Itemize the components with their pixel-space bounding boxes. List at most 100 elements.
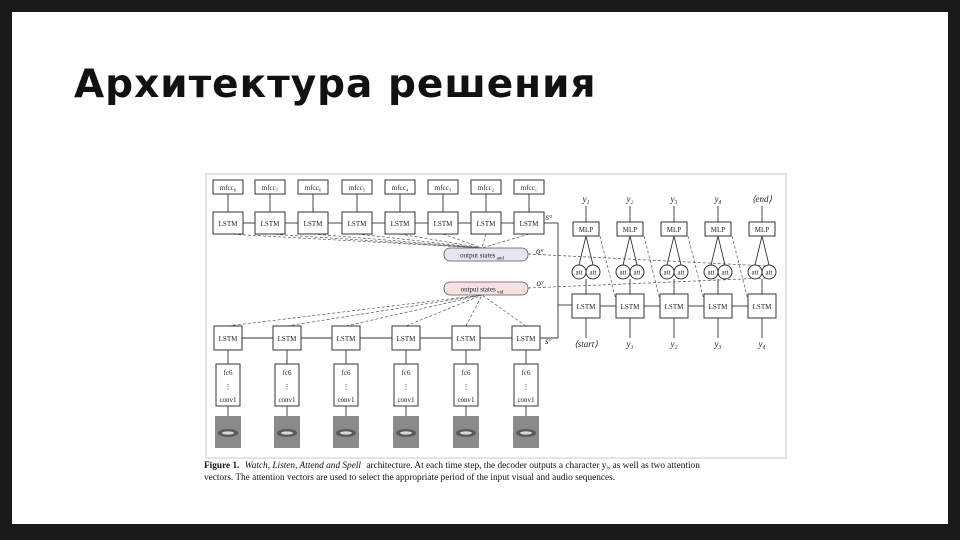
decoder-lstm-box <box>703 293 733 319</box>
video-dashed-line <box>465 294 483 327</box>
audio-lstm-label: LSTM <box>477 220 496 228</box>
mfcc-label: mfcc₄ <box>392 184 409 192</box>
att-video-circle <box>585 264 601 280</box>
mlp-box <box>748 221 776 237</box>
audio-lstm-label: LSTM <box>304 220 323 228</box>
conv-top-label: fc6 <box>342 369 351 377</box>
decoder-lstm-label: LSTM <box>577 303 596 311</box>
video-lstm-label: LSTM <box>337 335 356 343</box>
mlp-box <box>660 221 688 237</box>
mfcc-label: mfcc₈ <box>220 184 237 192</box>
att-to-mlp-line <box>585 235 594 266</box>
audio-output-pill <box>443 247 529 262</box>
mlp-label: MLP <box>711 226 726 234</box>
video-dashed-line <box>405 294 483 327</box>
decoder-output-label: y₁ <box>581 194 589 204</box>
mlp-box <box>616 221 644 237</box>
mlp-box <box>572 221 600 237</box>
att-video-label: att <box>766 269 773 277</box>
audio-lstm-label: LSTM <box>348 220 367 228</box>
mfcc-box <box>341 179 373 195</box>
mfcc-box <box>384 179 416 195</box>
att-video-label: att <box>634 269 641 277</box>
att-video-circle <box>673 264 689 280</box>
audio-dashed-line <box>269 233 483 249</box>
video-lstm-box <box>213 325 243 351</box>
decoder-output-label: y₄ <box>713 194 721 204</box>
decoder-input-label: ⟨start⟩ <box>574 339 598 349</box>
att-audio-label: att <box>576 269 583 277</box>
mfcc-box <box>427 179 459 195</box>
mfcc-label: mfcc₁ <box>521 184 537 192</box>
decoder-lstm-box <box>659 293 689 319</box>
audio-output-symbol: oᵃ <box>536 246 544 256</box>
decoder-feedback-line <box>599 235 617 301</box>
audio-state-symbol: sᵃ <box>545 212 552 222</box>
audio-dashed-line <box>481 233 530 249</box>
conv-stack-box <box>453 363 479 407</box>
conv-bottom-label: conv1 <box>219 396 237 404</box>
mfcc-label: mfcc₇ <box>262 184 279 192</box>
mlp-label: MLP <box>579 226 594 234</box>
att-audio-label: att <box>620 269 627 277</box>
conv-bottom-label: conv1 <box>457 396 475 404</box>
audio-dashed-line <box>312 233 483 249</box>
conv-top-label: fc6 <box>462 369 471 377</box>
conv-top-label: fc6 <box>224 369 233 377</box>
mlp-label: MLP <box>755 226 770 234</box>
decoder-feedback-line <box>731 235 749 301</box>
decoder-input-label: y₁ <box>625 339 633 349</box>
decoder-feedback-line <box>643 235 661 301</box>
lip-frame-image <box>453 416 479 448</box>
decoder-input-label: y₃ <box>713 339 721 349</box>
mfcc-label: mfcc₃ <box>435 184 452 192</box>
conv-bottom-label: conv1 <box>337 396 355 404</box>
audio-dashed-line <box>442 233 483 249</box>
video-lstm-label: LSTM <box>457 335 476 343</box>
conv-top-label: fc6 <box>283 369 292 377</box>
mfcc-label: mfcc₆ <box>305 184 322 192</box>
att-video-circle <box>629 264 645 280</box>
conv-bottom-label: conv1 <box>517 396 535 404</box>
att-to-mlp-line <box>673 235 682 266</box>
mfcc-box <box>297 179 329 195</box>
att-video-label: att <box>678 269 685 277</box>
mlp-label: MLP <box>667 226 682 234</box>
audio-dashed-line <box>481 233 487 249</box>
slide-title: Архитектура решения <box>74 62 597 107</box>
conv-top-label: fc6 <box>402 369 411 377</box>
video-lstm-box <box>511 325 541 351</box>
att-video-circle <box>761 264 777 280</box>
decoder-feedback-line <box>687 235 705 301</box>
lip-frame-teeth <box>520 431 532 435</box>
decoder-lstm-box <box>747 293 777 319</box>
att-video-label: att <box>722 269 729 277</box>
audio-lstm-label: LSTM <box>391 220 410 228</box>
decoder-lstm-label: LSTM <box>753 303 772 311</box>
lip-frame-image <box>393 416 419 448</box>
lip-frame-teeth <box>400 431 412 435</box>
conv-ellipsis: ⋮ <box>343 383 350 391</box>
caption-line-2: vectors. The attention vectors are used … <box>204 472 615 483</box>
decoder-lstm-box <box>615 293 645 319</box>
decoder-lstm-label: LSTM <box>621 303 640 311</box>
lip-frame-image <box>513 416 539 448</box>
audio-lstm-box <box>513 211 545 235</box>
mlp-label: MLP <box>623 226 638 234</box>
att-to-mlp-line <box>710 235 719 266</box>
att-video-circle <box>717 264 733 280</box>
conv-ellipsis: ⋮ <box>523 383 530 391</box>
conv-stack-box <box>274 363 300 407</box>
lip-frame-image <box>333 416 359 448</box>
video-lstm-label: LSTM <box>278 335 297 343</box>
lip-frame-teeth <box>460 431 472 435</box>
conv-ellipsis: ⋮ <box>403 383 410 391</box>
video-lstm-box <box>331 325 361 351</box>
video-lstm-label: LSTM <box>219 335 238 343</box>
att-to-mlp-line <box>761 235 770 266</box>
audio-lstm-label: LSTM <box>434 220 453 228</box>
lip-frame-teeth <box>281 431 293 435</box>
audio-lstm-box <box>384 211 416 235</box>
att-to-mlp-line <box>629 235 638 266</box>
